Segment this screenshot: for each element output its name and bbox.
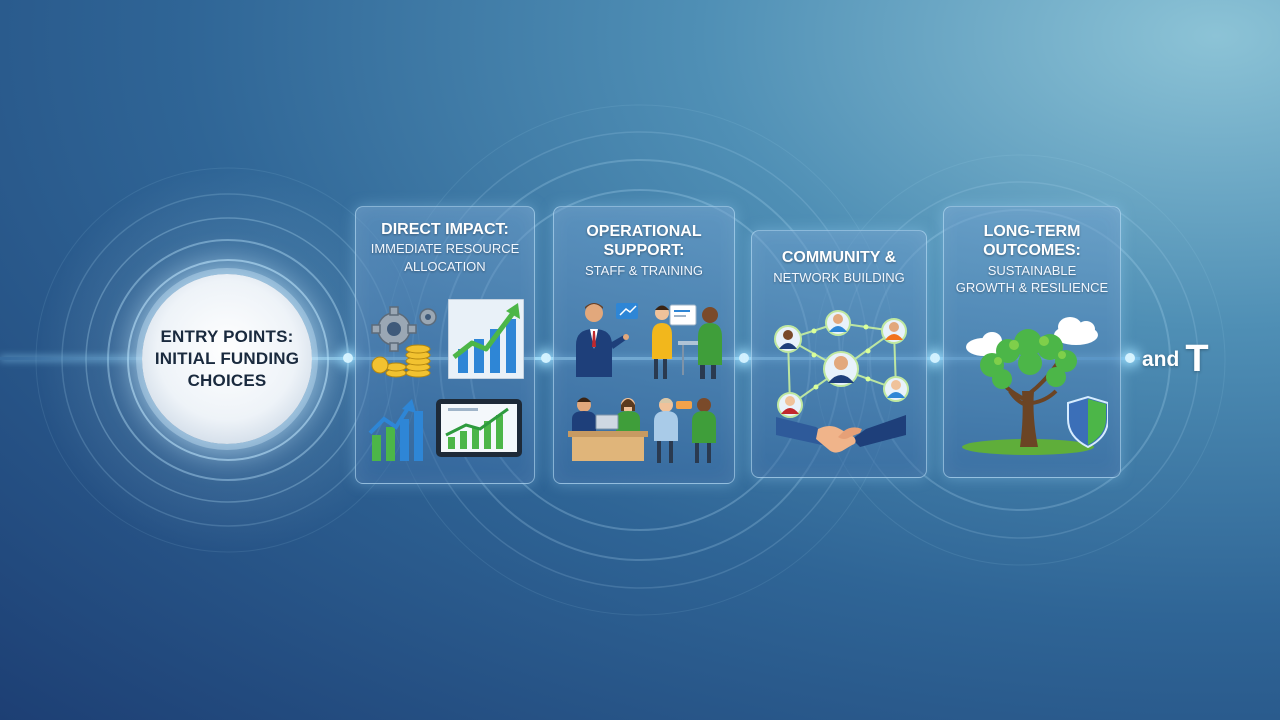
trailing-letter: T — [1185, 338, 1209, 380]
growth-chart-icon — [448, 299, 524, 379]
stage-card-operational-support: OPERATIONAL SUPPORT: STAFF & TRAINING — [553, 206, 735, 484]
connector-dot — [343, 353, 353, 363]
stage-card-long-term-outcomes: LONG-TERM OUTCOMES: SUSTAINABLE GROWTH &… — [943, 206, 1121, 478]
stage-card-community-network: COMMUNITY & NETWORK BUILDING — [751, 230, 927, 478]
stage-subtitle-line-1: SUSTAINABLE — [987, 263, 1077, 278]
trailing-word: and — [1142, 348, 1180, 371]
bar-chart-icon — [368, 399, 423, 461]
connector-dot — [930, 353, 940, 363]
colleagues-discussion-icon — [654, 398, 716, 463]
connector-dot — [1125, 353, 1135, 363]
entry-line-3: CHOICES — [187, 371, 267, 390]
handshake-icon — [776, 415, 906, 453]
tablet-chart-icon — [436, 399, 522, 457]
stage-title-line-2: OUTCOMES: — [983, 242, 1081, 259]
stage-title: COMMUNITY & — [781, 249, 897, 266]
stage-title-line-2: SUPPORT: — [603, 242, 685, 259]
connector-dot — [541, 353, 551, 363]
entry-line-2: INITIAL FUNDING — [154, 349, 300, 368]
stage-subtitle-line-1: IMMEDIATE RESOURCE — [370, 241, 520, 256]
tree-icon — [962, 317, 1108, 455]
stage-subtitle: NETWORK BUILDING — [773, 270, 905, 285]
stage-card-direct-impact: DIRECT IMPACT: IMMEDIATE RESOURCE ALLOCA… — [355, 206, 535, 484]
entry-points-node: ENTRY POINTS: INITIAL FUNDING CHOICES — [142, 274, 312, 444]
stage-title: DIRECT IMPACT: — [381, 221, 509, 238]
stage-subtitle-line-2: ALLOCATION — [404, 259, 486, 274]
cloud-icon — [966, 317, 1098, 356]
team-meeting-icon — [652, 304, 722, 379]
stage-subtitle: STAFF & TRAINING — [585, 263, 703, 278]
presenter-icon — [576, 303, 638, 377]
stage-title-line-1: LONG-TERM — [983, 223, 1081, 240]
office-desk-icon — [568, 397, 648, 461]
people-network-icon — [774, 310, 909, 418]
entry-line-1: ENTRY POINTS: — [160, 327, 294, 346]
gears-and-coins-icon — [371, 306, 437, 378]
connector-dot — [739, 353, 749, 363]
stage-title-line-1: OPERATIONAL — [586, 223, 702, 240]
shield-icon — [1067, 395, 1108, 449]
stage-subtitle-line-2: GROWTH & RESILIENCE — [955, 280, 1109, 295]
entry-points-label: ENTRY POINTS: INITIAL FUNDING CHOICES — [155, 326, 299, 392]
